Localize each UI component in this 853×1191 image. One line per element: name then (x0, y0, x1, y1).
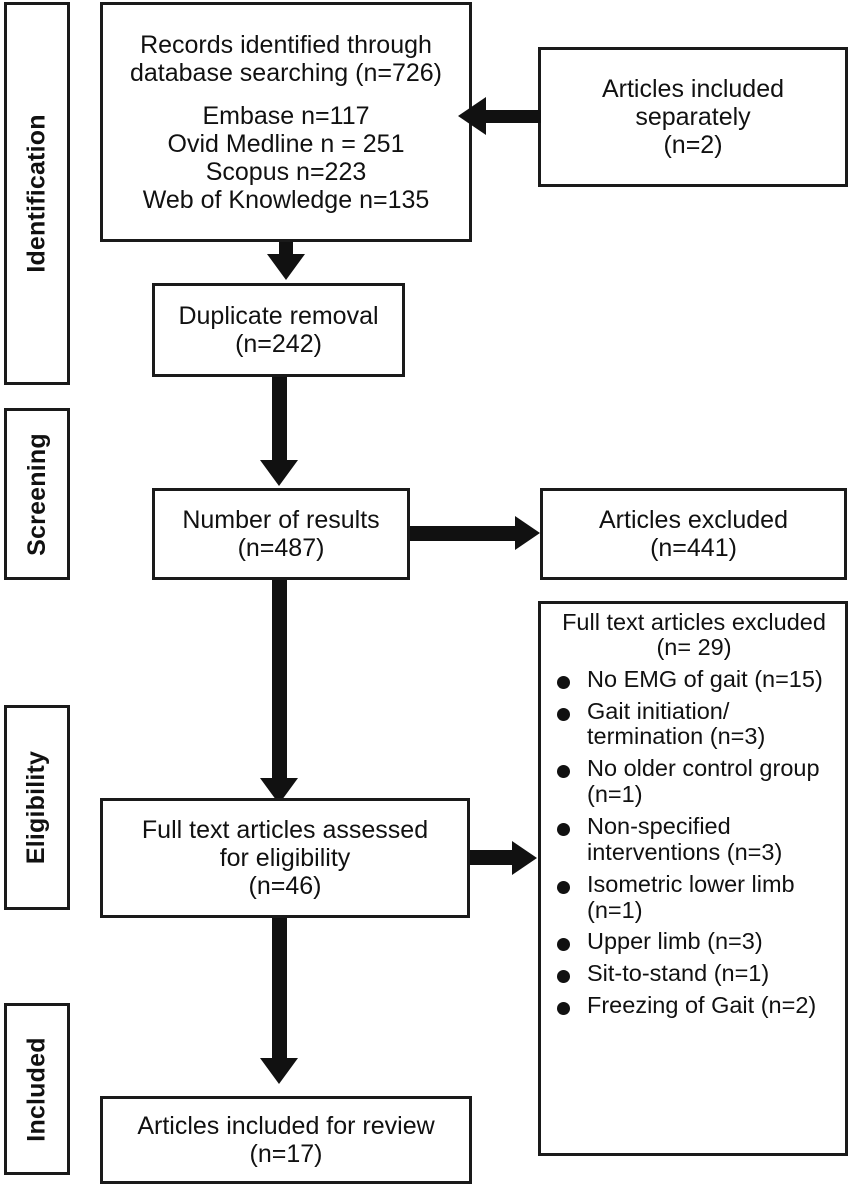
node-articles-excluded: Articles excluded (n=441) (540, 488, 847, 580)
bullet-icon (557, 970, 570, 984)
list-item: Non-specified interventions (n=3) (549, 812, 839, 866)
articles-separate-line-1: Articles included (601, 75, 785, 103)
articles-included-review-line-1: Articles included for review (137, 1112, 435, 1140)
node-exclusion-reasons: Full text articles excluded (n= 29) No E… (538, 601, 848, 1156)
full-text-assessed-line-3: (n=46) (248, 872, 322, 900)
arrow-right-results-to-excluded (515, 516, 540, 550)
records-identified-ovid-medline: Ovid Medline n = 251 (167, 129, 405, 158)
list-item: No EMG of gait (n=15) (549, 665, 839, 693)
connector-separate-to-records (484, 110, 541, 123)
articles-excluded-line-2: (n=441) (650, 534, 737, 562)
reason-3-line-2: interventions (n=3) (587, 838, 783, 865)
stage-box-identification: Identification (4, 2, 70, 385)
reason-4-line-2: (n=1) (587, 896, 643, 923)
arrow-right-fulltext-to-exclusions (512, 841, 537, 875)
reason-7-line-2: (n=2) (760, 992, 817, 1019)
bullet-icon (557, 707, 570, 721)
stage-box-included: Included (4, 1003, 70, 1175)
reason-4-line-1: Isometric lower limb (587, 870, 795, 897)
stage-label-included: Included (22, 1036, 51, 1142)
records-identified-line-2: database searching (n=726) (129, 58, 443, 87)
node-articles-included-for-review: Articles included for review (n=17) (100, 1096, 472, 1184)
arrow-left-separate-to-records (458, 97, 486, 135)
bullet-icon (557, 880, 570, 894)
stage-label-identification: Identification (22, 114, 51, 273)
bullet-icon (557, 1002, 570, 1016)
bullet-icon (557, 938, 570, 952)
number-of-results-line-1: Number of results (182, 506, 380, 534)
articles-separate-line-2: separately (635, 103, 751, 131)
bullet-icon (557, 765, 570, 779)
reason-0-line-2: (n=15) (754, 665, 823, 692)
articles-excluded-line-1: Articles excluded (599, 506, 788, 534)
arrow-down-fulltext-to-included (260, 1058, 298, 1084)
stage-box-screening: Screening (4, 408, 70, 580)
node-records-identified: Records identified through database sear… (100, 2, 472, 242)
exclusion-reason-list: No EMG of gait (n=15) Gait initiation/ t… (549, 665, 839, 1019)
node-articles-included-separately: Articles included separately (n=2) (538, 47, 848, 187)
reason-1-line-2: termination (n=3) (587, 723, 766, 750)
duplicate-removal-line-1: Duplicate removal (178, 302, 379, 330)
reason-3-line-1: Non-specified (587, 812, 731, 839)
bullet-icon (557, 822, 570, 836)
full-text-assessed-line-1: Full text articles assessed (141, 816, 429, 844)
node-full-text-assessed: Full text articles assessed for eligibil… (100, 798, 470, 918)
reason-0-line-1: No EMG of gait (587, 665, 748, 692)
articles-separate-line-3: (n=2) (663, 131, 723, 159)
exclusion-heading-line-2: excluded (n= 29) (656, 609, 826, 661)
exclusion-heading: Full text articles excluded (n= 29) (549, 609, 839, 661)
list-item: Gait initiation/ termination (n=3) (549, 697, 839, 751)
connector-duplicate-to-results (272, 377, 287, 462)
stage-label-screening: Screening (22, 432, 51, 556)
records-identified-scopus: Scopus n=223 (205, 157, 367, 186)
reason-6-line-1: Sit-to-stand (n=1) (587, 960, 770, 987)
reason-7-line-1: Freezing of Gait (587, 992, 755, 1019)
exclusion-heading-line-1: Full text articles (562, 609, 726, 635)
node-number-of-results: Number of results (n=487) (152, 488, 410, 580)
records-identified-web-of-knowledge: Web of Knowledge n=135 (142, 185, 430, 214)
connector-fulltext-to-exclusions (470, 850, 515, 865)
arrow-down-duplicate-to-results (260, 460, 298, 486)
list-item: Freezing of Gait (n=2) (549, 992, 839, 1019)
reason-2-line-2: group (n=1) (587, 755, 820, 808)
stage-label-eligibility: Eligibility (22, 750, 51, 865)
connector-results-to-fulltext (272, 580, 287, 780)
list-item: Isometric lower limb (n=1) (549, 870, 839, 924)
connector-results-to-excluded (410, 526, 518, 541)
connector-records-to-duplicate (279, 242, 293, 256)
reason-2-line-1: No older control (587, 755, 753, 782)
list-item: No older control group (n=1) (549, 755, 839, 808)
records-identified-embase: Embase n=117 (202, 101, 370, 130)
number-of-results-line-2: (n=487) (237, 534, 325, 562)
articles-included-review-line-2: (n=17) (249, 1140, 323, 1168)
records-identified-line-1: Records identified through (140, 30, 432, 59)
reason-1-line-1: Gait initiation/ (587, 697, 730, 724)
arrow-down-records-to-duplicate (267, 254, 305, 280)
list-item: Sit-to-stand (n=1) (549, 960, 839, 987)
bullet-icon (557, 675, 570, 689)
duplicate-removal-line-2: (n=242) (235, 330, 322, 358)
full-text-assessed-line-2: for eligibility (219, 844, 351, 872)
node-duplicate-removal: Duplicate removal (n=242) (152, 283, 405, 377)
list-item: Upper limb (n=3) (549, 928, 839, 955)
reason-5-line-1: Upper limb (n=3) (587, 928, 763, 955)
stage-box-eligibility: Eligibility (4, 705, 70, 910)
connector-fulltext-to-included (272, 918, 287, 1060)
